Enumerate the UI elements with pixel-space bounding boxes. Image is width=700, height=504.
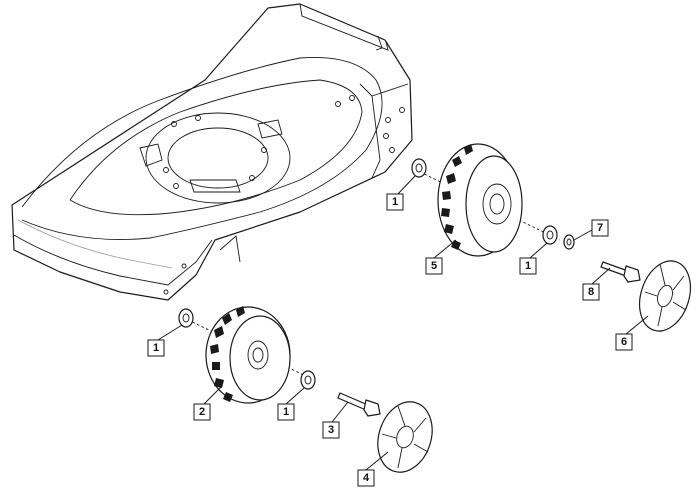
mower-deck bbox=[11, 3, 413, 301]
callout-4-front-hub-cap: 4 bbox=[357, 451, 389, 487]
nut-front-outer bbox=[300, 370, 316, 390]
callout-7-washer: 7 bbox=[573, 219, 609, 241]
svg-text:3: 3 bbox=[328, 424, 334, 436]
callout-1-rear-inner: 1 bbox=[386, 175, 416, 211]
svg-text:7: 7 bbox=[597, 222, 603, 234]
hub-cap-front bbox=[377, 401, 433, 473]
callout-3-front-bolt: 3 bbox=[322, 401, 349, 439]
callouts: 1 1 1 1 2 3 bbox=[147, 175, 649, 487]
callout-5-rear-wheel: 5 bbox=[425, 239, 457, 275]
nut-rear-outer bbox=[542, 225, 558, 245]
hub-cap-rear bbox=[639, 260, 691, 332]
nut-rear-inner bbox=[411, 158, 427, 178]
svg-text:2: 2 bbox=[199, 406, 205, 418]
svg-text:1: 1 bbox=[525, 260, 531, 272]
callout-6-rear-hub-cap: 6 bbox=[615, 315, 649, 351]
hex-nuts bbox=[178, 158, 558, 390]
callout-8-rear-bolt: 8 bbox=[582, 267, 611, 301]
svg-text:1: 1 bbox=[392, 196, 398, 208]
callout-2-front-wheel: 2 bbox=[193, 385, 223, 421]
front-wheel bbox=[205, 306, 291, 404]
axle-bolt-rear bbox=[600, 261, 641, 283]
svg-text:1: 1 bbox=[153, 342, 159, 354]
axle-bolt-front bbox=[337, 392, 381, 417]
svg-text:8: 8 bbox=[588, 286, 594, 298]
callout-1-front-inner: 1 bbox=[147, 324, 183, 357]
svg-text:5: 5 bbox=[431, 260, 437, 272]
callout-1-front-outer: 1 bbox=[277, 387, 305, 421]
svg-text:6: 6 bbox=[621, 336, 627, 348]
rear-wheel bbox=[437, 143, 523, 257]
callout-1-rear-outer: 1 bbox=[519, 242, 548, 275]
svg-text:4: 4 bbox=[363, 472, 370, 484]
nut-front-inner bbox=[178, 308, 194, 328]
svg-text:1: 1 bbox=[283, 406, 289, 418]
washer bbox=[563, 234, 575, 250]
